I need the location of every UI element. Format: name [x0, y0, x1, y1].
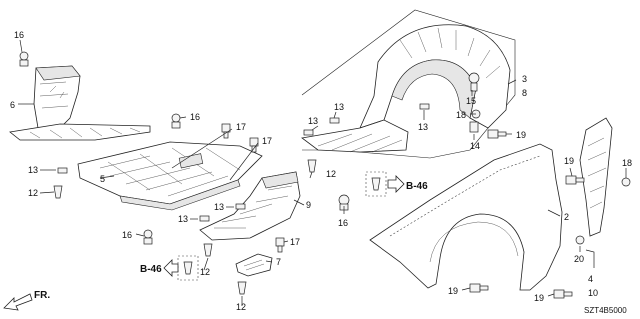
fastener-16-mid: [171, 113, 181, 129]
fastener-13-liner-b: [303, 129, 314, 136]
callout-17-c: 17: [290, 237, 300, 247]
callout-15: 15: [466, 96, 476, 106]
fastener-13-left: [57, 167, 68, 174]
callout-19-b: 19: [564, 156, 574, 166]
callout-13-splash: 13: [214, 202, 224, 212]
part-3-fender-liner: [301, 24, 511, 153]
callout-16-top: 16: [14, 30, 24, 40]
callout-3: 3: [522, 74, 527, 84]
fastener-19-c: [469, 283, 489, 293]
fastener-13-liner-c: [419, 103, 430, 110]
part-6-under-cover: [9, 65, 151, 141]
fastener-13-liner-a: [329, 117, 340, 124]
diagram-code: SZT4B5000: [584, 306, 627, 315]
callout-14: 14: [470, 141, 480, 151]
callout-12-b46: 12: [200, 267, 210, 277]
callout-6: 6: [10, 100, 15, 110]
fastener-17-b: [249, 137, 259, 153]
callout-16-mid: 16: [190, 112, 200, 122]
callout-13-left: 13: [28, 165, 38, 175]
callout-20: 20: [574, 254, 584, 264]
callout-12-bottom: 12: [236, 302, 246, 312]
callout-2: 2: [564, 212, 569, 222]
fastener-20: [575, 235, 585, 245]
callout-9: 10: [588, 288, 598, 298]
part-7-bracket: [235, 253, 273, 277]
b46-label-left: B-46: [140, 264, 162, 275]
fastener-12-bottom: [237, 281, 247, 295]
callout-16-right: 16: [338, 218, 348, 228]
callout-13-liner-b: 13: [308, 116, 318, 126]
fastener-12-b46-liner: [365, 171, 387, 197]
b46-arrow-right: B-46: [387, 175, 428, 193]
callout-7: 7: [276, 257, 281, 267]
callout-10: 9: [306, 200, 311, 210]
callout-12-mid: 12: [326, 169, 336, 179]
callout-19-d: 19: [534, 293, 544, 303]
callout-5: 5: [100, 174, 105, 184]
part-1-front-fender: [369, 143, 563, 291]
fastener-16-lower: [143, 229, 153, 245]
fastener-19-d: [553, 289, 573, 299]
callout-13-lower: 13: [178, 214, 188, 224]
fastener-12-b46-box: [177, 255, 199, 281]
callout-19-a: 19: [516, 130, 526, 140]
callout-4: 4: [588, 274, 593, 284]
callout-12-left: 12: [28, 188, 38, 198]
callout-19-c: 19: [448, 286, 458, 296]
part-4-fender-bracket: [579, 117, 613, 237]
callout-16-lower: 16: [122, 230, 132, 240]
fastener-19-a: [487, 129, 507, 139]
fastener-17-a: [221, 123, 231, 139]
b46-arrow-left: B-46: [140, 259, 179, 277]
callout-8: 8: [522, 88, 527, 98]
fastener-18-b: [621, 177, 631, 187]
fastener-12-left: [53, 185, 63, 199]
front-direction-arrow: FR.: [3, 290, 50, 311]
fastener-12-lower: [203, 243, 213, 257]
front-label: FR.: [34, 290, 50, 301]
callout-17-a: 17: [236, 122, 246, 132]
callout-13-liner-a: 13: [334, 102, 344, 112]
callout-13-liner-c: 13: [418, 122, 428, 132]
fastener-14: [469, 121, 479, 133]
callout-17-b: 17: [262, 136, 272, 146]
fastener-13-splash: [235, 203, 246, 210]
fastener-19-b: [565, 175, 585, 185]
callout-18-a: 18: [456, 110, 466, 120]
callout-18-b: 18: [622, 158, 632, 168]
callout-labels: 16 6 16 5 13 12 17 17 16 13 13 17 9 7 12…: [10, 30, 632, 312]
fastener-16-top: [19, 51, 29, 67]
part-5-engine-under-cover: [77, 141, 263, 211]
leader-lines: [18, 39, 627, 306]
b46-label-right: B-46: [406, 181, 428, 192]
fastener-17-c: [275, 237, 285, 253]
fastener-15: [468, 72, 480, 92]
fastener-13-lower: [199, 215, 210, 222]
fastener-12-mid: [307, 159, 317, 173]
